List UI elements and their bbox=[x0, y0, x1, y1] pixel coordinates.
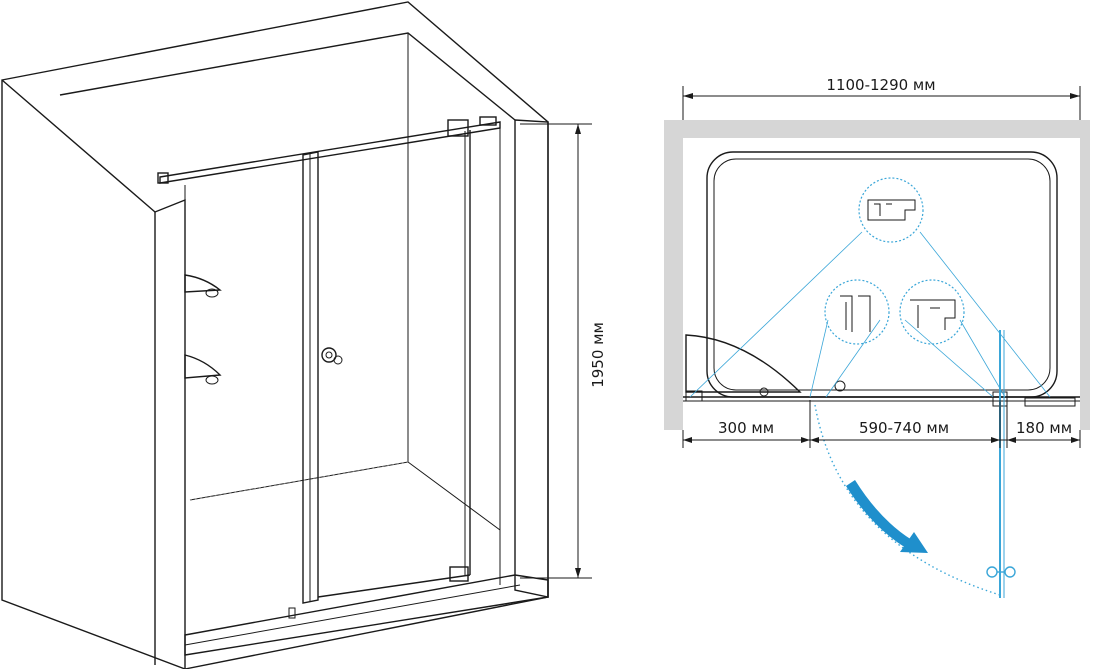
magnifier-circle-icon bbox=[858, 177, 924, 243]
plan-view: 1100-1290 мм bbox=[664, 76, 1090, 598]
floor-line bbox=[189, 461, 501, 531]
tray-edge bbox=[184, 584, 521, 646]
right-wall-pillar bbox=[514, 119, 549, 598]
top-hinge bbox=[447, 119, 469, 137]
glass-shelf-lower bbox=[184, 354, 222, 385]
plan-left-bracket bbox=[685, 390, 703, 402]
right-panel-dimension-label: 180 мм bbox=[1016, 419, 1072, 437]
door-opening-dimension-label: 590-740 мм bbox=[859, 419, 949, 437]
curved-arrow-icon bbox=[846, 480, 928, 553]
glass-shelf-upper bbox=[184, 274, 222, 298]
back-wall-top bbox=[59, 32, 516, 121]
rail-bracket-left bbox=[157, 172, 169, 184]
height-dimension-label: 1950 мм bbox=[589, 322, 607, 388]
plan-corner-shelf bbox=[685, 334, 802, 393]
fixed-panel-profile bbox=[302, 151, 319, 604]
top-rail bbox=[159, 121, 501, 184]
door-stopper bbox=[288, 607, 296, 619]
bottom-arrow-d bbox=[991, 437, 1000, 443]
total-width-arrow-left bbox=[683, 93, 693, 99]
bottom-arrow-e bbox=[1007, 437, 1016, 443]
floor-dotted bbox=[189, 461, 409, 501]
plan-handle-fixture bbox=[834, 380, 846, 392]
rail-bracket-right bbox=[479, 116, 497, 126]
bottom-arrow-c bbox=[810, 437, 819, 443]
tray-inner bbox=[713, 158, 1051, 391]
total-width-label: 1100-1290 мм bbox=[826, 76, 935, 94]
plan-shelf-knob bbox=[759, 387, 769, 397]
left-panel-dimension-label: 300 мм bbox=[718, 419, 774, 437]
door-bottom bbox=[317, 574, 471, 598]
shower-tray bbox=[184, 574, 549, 656]
bottom-hinge bbox=[449, 566, 469, 582]
height-arrow-top bbox=[575, 124, 581, 134]
perspective-view: 1950 мм bbox=[1, 1, 607, 669]
magnifier-circle-icon bbox=[824, 279, 890, 345]
door-swing-arc bbox=[814, 404, 1001, 596]
height-arrow-bottom bbox=[575, 568, 581, 578]
magnifier-circle-icon bbox=[899, 279, 965, 345]
door-handle-icon bbox=[321, 347, 343, 365]
detail-callout-lines bbox=[689, 231, 1051, 398]
enclosure-outline bbox=[1, 1, 549, 669]
total-width-arrow-right bbox=[1070, 93, 1080, 99]
bottom-arrow-b bbox=[801, 437, 810, 443]
bottom-arrow-f bbox=[1071, 437, 1080, 443]
wall-interior bbox=[683, 138, 1080, 430]
bottom-arrow-a bbox=[683, 437, 692, 443]
left-wall-face bbox=[1, 79, 186, 669]
open-door-handle-icon bbox=[986, 566, 1016, 578]
